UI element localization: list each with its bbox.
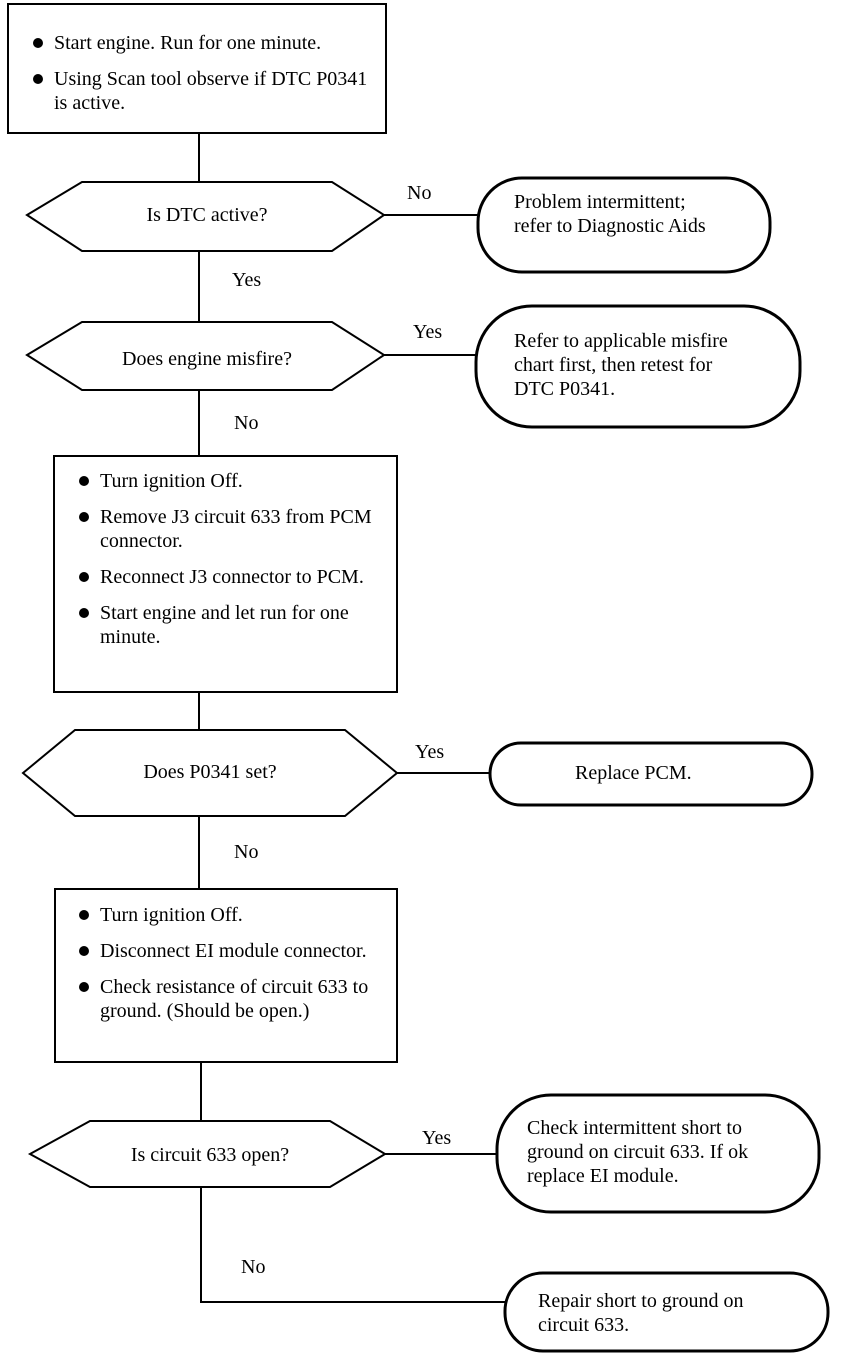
decision-1-question: Is DTC active? bbox=[146, 204, 268, 226]
terminal-3-text: Replace PCM. bbox=[575, 761, 692, 785]
decision-2-question: Does engine misfire? bbox=[122, 348, 292, 370]
bullet-icon bbox=[33, 74, 43, 84]
terminal-shape-3 bbox=[488, 741, 814, 807]
terminal-1-text: Problem intermittent; refer to Diagnosti… bbox=[514, 190, 706, 238]
bullet-icon bbox=[79, 572, 89, 582]
step3-bullet-2: Disconnect EI module connector. bbox=[76, 939, 394, 963]
process-step-2: Turn ignition Off. Remove J3 circuit 633… bbox=[76, 469, 386, 649]
step3-bullet-3: Check resistance of circuit 633 to groun… bbox=[76, 975, 394, 1023]
terminal-shape-4 bbox=[495, 1093, 821, 1214]
step2-bullet-3: Reconnect J3 connector to PCM. bbox=[76, 565, 386, 589]
terminal-5-text: Repair short to ground on circuit 633. bbox=[538, 1289, 744, 1337]
decision-1-yes-label: Yes bbox=[232, 269, 262, 291]
decision-3-yes-label: Yes bbox=[415, 741, 445, 763]
step1-bullet-1: Start engine. Run for one minute. bbox=[30, 31, 380, 55]
step2-bullet-2: Remove J3 circuit 633 from PCM connector… bbox=[76, 505, 386, 553]
terminal-2-line-2: chart first, then retest for bbox=[514, 354, 713, 376]
decision-3-question: Does P0341 set? bbox=[143, 761, 277, 783]
bullet-icon bbox=[79, 476, 89, 486]
bullet-icon bbox=[33, 38, 43, 48]
decision-4-yes-label: Yes bbox=[422, 1127, 452, 1149]
decision-shape-4 bbox=[27, 1120, 387, 1188]
terminal-4-line-2: ground on circuit 633. If ok bbox=[527, 1141, 749, 1163]
terminal-shape-1 bbox=[476, 176, 772, 274]
step2-bullet-4: Start engine and let run for one minute. bbox=[76, 601, 386, 649]
terminal-2-line-3: DTC P0341. bbox=[514, 378, 616, 400]
bullet-icon bbox=[79, 982, 89, 992]
process-step-3: Turn ignition Off. Disconnect EI module … bbox=[76, 903, 394, 1023]
bullet-icon bbox=[79, 608, 89, 618]
terminal-5-line-1: Repair short to ground on bbox=[538, 1290, 744, 1312]
decision-4-no-label: No bbox=[241, 1256, 266, 1278]
terminal-1-line-1: Problem intermittent; bbox=[514, 191, 686, 213]
decision-shape-1 bbox=[25, 181, 386, 252]
step1-bullet-2: Using Scan tool observe if DTC P0341 is … bbox=[30, 67, 380, 115]
terminal-2-line-1: Refer to applicable misfire bbox=[514, 330, 728, 352]
process-box-step3 bbox=[54, 888, 398, 1063]
process-step-1: Start engine. Run for one minute. Using … bbox=[30, 31, 380, 115]
terminal-4-text: Check intermittent short to ground on ci… bbox=[527, 1116, 748, 1188]
decision-3-no-label: No bbox=[234, 841, 259, 863]
terminal-1-line-2: refer to Diagnostic Aids bbox=[514, 215, 706, 237]
decision-1-no-label: No bbox=[407, 182, 432, 204]
process-box-step2 bbox=[53, 455, 398, 693]
decision-shape-2 bbox=[25, 321, 386, 391]
bullet-icon bbox=[79, 910, 89, 920]
connector-decision4-no bbox=[200, 1187, 505, 1303]
terminal-shape-2 bbox=[474, 304, 802, 429]
terminal-5-line-2: circuit 633. bbox=[538, 1314, 630, 1336]
bullet-icon bbox=[79, 946, 89, 956]
process-box-step1 bbox=[7, 3, 387, 134]
step2-bullet-1: Turn ignition Off. bbox=[76, 469, 386, 493]
terminal-4-line-1: Check intermittent short to bbox=[527, 1117, 742, 1139]
decision-shape-3 bbox=[21, 729, 399, 817]
terminal-shape-5 bbox=[503, 1271, 830, 1353]
terminal-3-line-1: Replace PCM. bbox=[575, 762, 692, 784]
step3-bullet-1: Turn ignition Off. bbox=[76, 903, 394, 927]
bullet-icon bbox=[79, 512, 89, 522]
decision-4-question: Is circuit 633 open? bbox=[130, 1144, 290, 1166]
decision-2-yes-label: Yes bbox=[413, 321, 443, 343]
decision-2-no-label: No bbox=[234, 412, 259, 434]
terminal-2-text: Refer to applicable misfire chart first,… bbox=[514, 329, 728, 401]
terminal-4-line-3: replace EI module. bbox=[527, 1165, 679, 1187]
